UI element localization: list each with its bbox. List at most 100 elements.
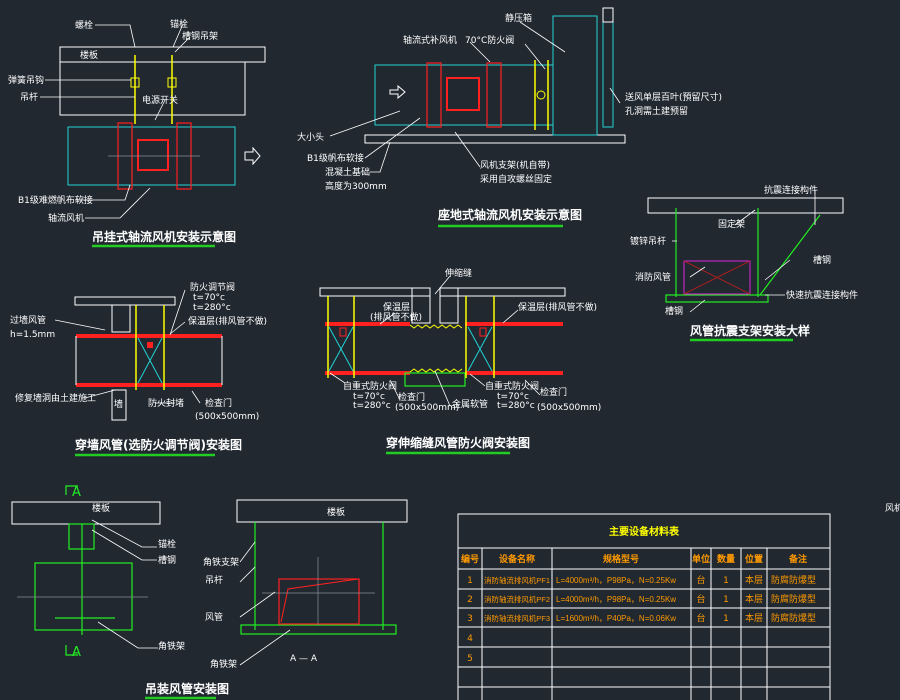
label-fan: 轴流式补风机 [403, 34, 457, 46]
drawing-seismic-support: 抗震连接构件 固定架 镀锌吊杆 槽钢 消防风管 快速抗震连接构件 槽钢 风管抗震… [630, 184, 858, 342]
label-quick-connector: 快速抗震连接构件 [786, 289, 858, 301]
drawing-title: 吊装风管安装图 [145, 681, 229, 696]
duct [67, 126, 236, 186]
label-damper-left: 自重式防火阀 [343, 380, 397, 392]
spring-hook-left [130, 77, 140, 88]
drawing-title: 座地式轴流风机安装示意图 [437, 207, 582, 222]
duct-side-view [34, 562, 133, 631]
label-t280-left: t=280°c [353, 401, 391, 411]
cell-qty: 1 [723, 595, 729, 605]
label-door-size-right: (500x500mm) [537, 403, 601, 413]
table-row: 2 消防轴流排风机PF2 L=4000m³/h，P98Pa，N=0.25Kw 台 1 本层… [467, 593, 816, 605]
cell-location: 本层 [745, 593, 763, 605]
spring-hook-right [167, 77, 177, 88]
wall-lower [111, 389, 127, 421]
wall-louver [602, 21, 614, 128]
drawing-title: 穿伸缩缝风管防火阀安装图 [386, 435, 530, 450]
cell-remark: 防腐防爆型 [771, 612, 816, 624]
label-spring-hook: 弹簧吊钩 [8, 74, 44, 86]
cell-name: 消防轴流排风机PF1 [484, 575, 550, 585]
leader-lines [54, 289, 201, 404]
label-base-height: 高度为300mm [325, 180, 387, 192]
label-damper: 70°C防火阀 [465, 34, 514, 46]
drawing-suspended-axial-fan: 螺栓 锚栓 槽钢吊架 楼板 弹簧吊钩 吊杆 电源开关 B1级难燃帆布软接 轴流风… [8, 18, 266, 248]
label-fixed-frame: 固定架 [718, 218, 745, 230]
fire-damper [137, 337, 163, 384]
label-louver-opening: 孔洞需土建预留 [625, 105, 688, 117]
drawing-title: 风管抗震支架安装大样 [690, 323, 810, 338]
label-canvas-joint: B1级帆布软接 [307, 152, 364, 164]
drawing-floor-axial-fan: 轴流式补风机 70°C防火阀 静压箱 大小头 B1级帆布软接 混凝土基础 高度为… [297, 7, 722, 228]
fan-motor [137, 139, 169, 171]
slab-right [439, 287, 566, 297]
concrete-base [364, 134, 626, 144]
hose-support [404, 372, 466, 387]
angle-frame-section [240, 624, 397, 635]
label-hose: 金属软管 [452, 398, 488, 410]
table-grid [458, 547, 830, 700]
channel-steel [665, 294, 769, 303]
floor-slab [59, 46, 266, 63]
floor-slab-section [236, 499, 408, 523]
label-damper-right: 自重式防火阀 [485, 380, 539, 392]
plenum-box [552, 15, 598, 136]
cell-no: 2 [467, 595, 473, 605]
ceiling-slab [74, 296, 176, 306]
header-qty: 数量 [717, 553, 735, 565]
cell-name: 消防轴流排风机PF3 [484, 613, 550, 623]
label-duct: 风管 [205, 611, 223, 623]
header-location: 位置 [745, 553, 763, 565]
label-louver: 送风单层百叶(預留尺寸) [625, 91, 722, 103]
label-fire-damper: 防火调节阀 [190, 281, 235, 293]
damper-fusible-link [536, 90, 546, 100]
wall-upper [111, 304, 131, 333]
section-mark-top [65, 485, 78, 495]
label-angle-frame-section: 角铁架 [210, 658, 237, 670]
leader-lines [329, 275, 541, 407]
slab-left [319, 287, 431, 297]
label-angle-bracket: 角铁支架 [203, 556, 239, 568]
table-row: 4 [467, 634, 473, 644]
cell-unit: 台 [696, 593, 705, 605]
cell-name: 消防轴流排风机PF2 [484, 594, 550, 604]
label-insulation-left-note: (排风管不做) [370, 311, 422, 323]
label-rod: 吊杆 [20, 91, 38, 103]
cell-spec: L=4000m³/h，P98Pa，N=0.25Kw [556, 595, 676, 604]
drawing-suspended-duct: A A 楼板 锚栓 槽钢 角铁架 楼板 角铁支架 吊杆 风管 角铁架 A — A… [11, 485, 408, 700]
header-spec: 规格型号 [603, 553, 639, 565]
fire-damper-left [328, 326, 354, 372]
label-seismic-connector: 抗震连接构件 [764, 184, 818, 196]
label-plenum: 静压箱 [505, 12, 532, 24]
section-title: A — A [290, 654, 318, 664]
cell-no: 3 [467, 614, 473, 624]
section-mark-label-bottom: A [72, 645, 81, 660]
floor-slab [11, 501, 161, 525]
label-channel: 槽钢 [158, 554, 176, 566]
room-outline [59, 62, 246, 116]
beam-left [411, 287, 431, 324]
label-reducer: 大小头 [297, 131, 324, 143]
cell-qty: 1 [723, 614, 729, 624]
label-slab: 楼板 [80, 49, 98, 61]
cell-location: 本层 [745, 574, 763, 586]
drawing-title: 吊挂式轴流风机安装示意图 [92, 229, 236, 244]
label-insulation-right: 保温层(排风管不做) [518, 301, 597, 313]
fan-motor [446, 77, 480, 111]
cell-remark: 防腐防爆型 [771, 574, 816, 586]
cell-qty: 1 [723, 576, 729, 586]
label-t70-right: t=70°c [497, 392, 529, 402]
label-firestop: 防火封堵 [148, 397, 184, 409]
table-border [457, 513, 831, 700]
label-bolt: 螺栓 [75, 19, 93, 31]
cell-no: 4 [467, 634, 473, 644]
duct-break-line [280, 578, 359, 623]
drawing-wall-penetration-duct: 过墙风管 h=1.5mm 防火调节阀 t=70°c t=280°c 保温层(排风… [10, 281, 267, 457]
floor-slab [647, 197, 844, 214]
label-angle-frame: 角铁架 [158, 640, 185, 652]
drawing-title: 穿墙风管(选防火调节阀)安装图 [75, 437, 242, 452]
label-axial-fan: 轴流风机 [48, 212, 84, 224]
label-canvas-joint: B1级难燃帆布软接 [18, 194, 93, 206]
